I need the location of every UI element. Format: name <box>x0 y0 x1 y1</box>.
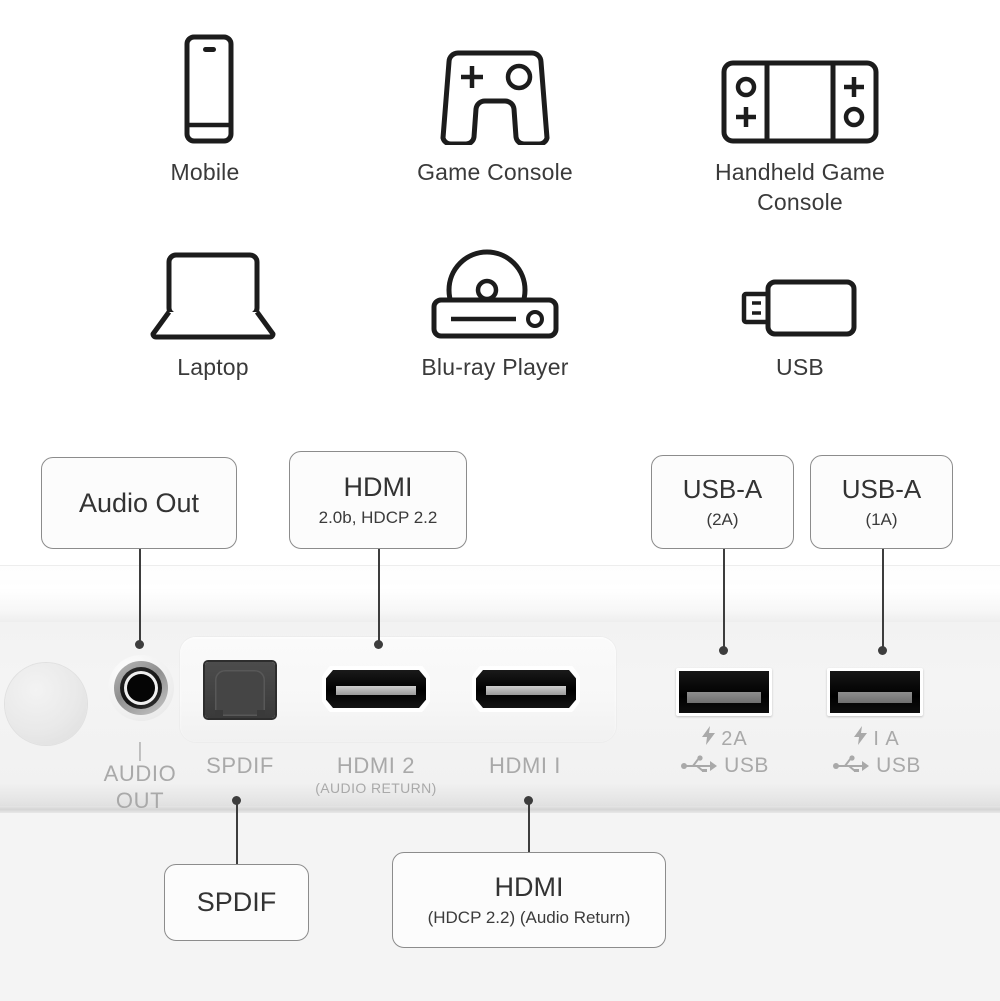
device-mobile: Mobile <box>105 30 305 187</box>
hdmi-tongue <box>486 686 566 695</box>
callout-subtitle: 2.0b, HDCP 2.2 <box>318 508 438 527</box>
callout-usb-a-2a[interactable]: USB-A (2A) <box>651 455 794 549</box>
handheld-game-console-icon <box>690 30 910 145</box>
panel-label-hdmi1: HDMI I <box>460 752 590 779</box>
lightning-bolt-icon <box>702 726 716 751</box>
usb1-usb-text: USB <box>876 754 921 777</box>
panel-top-edge <box>0 565 1000 622</box>
audio-out-line1: AUDIO <box>103 761 177 786</box>
leader-line-usb-2a <box>723 549 725 651</box>
device-bluray-player: Blu-ray Player <box>395 225 595 382</box>
spdif-notch-right <box>257 710 265 718</box>
callout-subtitle: (HDCP 2.2) (Audio Return) <box>427 908 631 927</box>
callout-subtitle: (1A) <box>865 510 898 529</box>
device-game-console: Game Console <box>395 30 595 187</box>
mobile-phone-icon <box>105 30 305 145</box>
callout-hdmi-bottom[interactable]: HDMI (HDCP 2.2) (Audio Return) <box>392 852 666 948</box>
leader-line-audio-out <box>139 549 141 645</box>
panel-label-spdif: SPDIF <box>180 752 300 779</box>
spdif-shutter <box>215 670 265 716</box>
leader-line-spdif <box>236 800 238 864</box>
audio-out-jack-port[interactable] <box>108 655 174 721</box>
compatible-devices-grid: Mobile Game Console <box>0 0 1000 430</box>
jack-hole <box>127 674 155 702</box>
spdif-optical-port[interactable] <box>205 662 275 718</box>
hdmi-tongue <box>336 686 416 695</box>
hdmi1-line1: HDMI I <box>488 753 562 778</box>
hdmi-2-port[interactable] <box>322 666 430 712</box>
usb2-amp-text: 2A <box>721 727 748 750</box>
usb-contact-bar <box>687 692 761 703</box>
gamepad-icon <box>395 30 595 145</box>
usb-flash-drive-icon <box>700 225 900 340</box>
panel-bottom-edge <box>0 806 1000 813</box>
leader-dot-hdmi-top <box>374 640 383 649</box>
callout-audio-out[interactable]: Audio Out <box>41 457 237 549</box>
device-usb-drive: USB <box>700 225 900 382</box>
panel-label-hdmi2: HDMI 2 (AUDIO RETURN) <box>300 752 452 798</box>
usb1-amp-text: I A <box>873 727 900 750</box>
leader-line-usb-1a <box>882 549 884 651</box>
usb2-usb-text: USB <box>724 754 769 777</box>
usb-contact-bar <box>838 692 912 703</box>
callout-title: HDMI <box>343 472 413 502</box>
leader-line-hdmi-bottom <box>528 800 530 852</box>
device-label: Laptop <box>177 354 249 380</box>
usb-a-2a-port[interactable] <box>676 668 772 716</box>
spdif-notch-left <box>215 710 223 718</box>
device-label: Blu-ray Player <box>421 354 569 380</box>
panel-label-usb-2a: 2A USB <box>660 726 790 779</box>
device-label: Mobile <box>170 159 240 185</box>
audio-out-tick: | <box>137 740 143 762</box>
callout-title: USB-A <box>841 474 922 504</box>
leader-dot-audio-out <box>135 640 144 649</box>
callout-usb-a-1a[interactable]: USB-A (1A) <box>810 455 953 549</box>
leader-dot-usb-2a <box>719 646 728 655</box>
leader-dot-spdif <box>232 796 241 805</box>
leader-dot-hdmi-bottom <box>524 796 533 805</box>
laptop-icon <box>113 225 313 340</box>
device-laptop: Laptop <box>113 225 313 382</box>
stand-mount-circle <box>5 663 87 745</box>
leader-dot-usb-1a <box>878 646 887 655</box>
leader-line-hdmi-top <box>378 549 380 645</box>
hdmi-1-port[interactable] <box>472 666 580 712</box>
bluray-player-icon <box>395 225 595 340</box>
usb-trident-icon <box>833 753 870 779</box>
hdmi2-line1: HDMI 2 <box>336 753 416 778</box>
usb-a-1a-port[interactable] <box>827 668 923 716</box>
callout-title: USB-A <box>682 474 763 504</box>
panel-label-usb-1a: I A USB <box>812 726 942 779</box>
hdmi2-line2: (AUDIO RETURN) <box>315 780 437 796</box>
panel-label-audio-out: | AUDIO OUT <box>80 740 200 814</box>
usb-trident-icon <box>681 753 718 779</box>
spdif-text: SPDIF <box>206 753 274 778</box>
callout-spdif[interactable]: SPDIF <box>164 864 309 941</box>
callout-title: SPDIF <box>196 887 277 917</box>
callout-hdmi-top[interactable]: HDMI 2.0b, HDCP 2.2 <box>289 451 467 549</box>
callout-title: Audio Out <box>78 487 200 518</box>
callout-title: HDMI <box>494 872 564 902</box>
device-label: Game Console <box>417 159 573 185</box>
audio-out-line2: OUT <box>115 788 165 813</box>
callout-subtitle: (2A) <box>706 510 739 529</box>
lightning-bolt-icon <box>854 726 868 751</box>
device-label: USB <box>776 354 824 380</box>
